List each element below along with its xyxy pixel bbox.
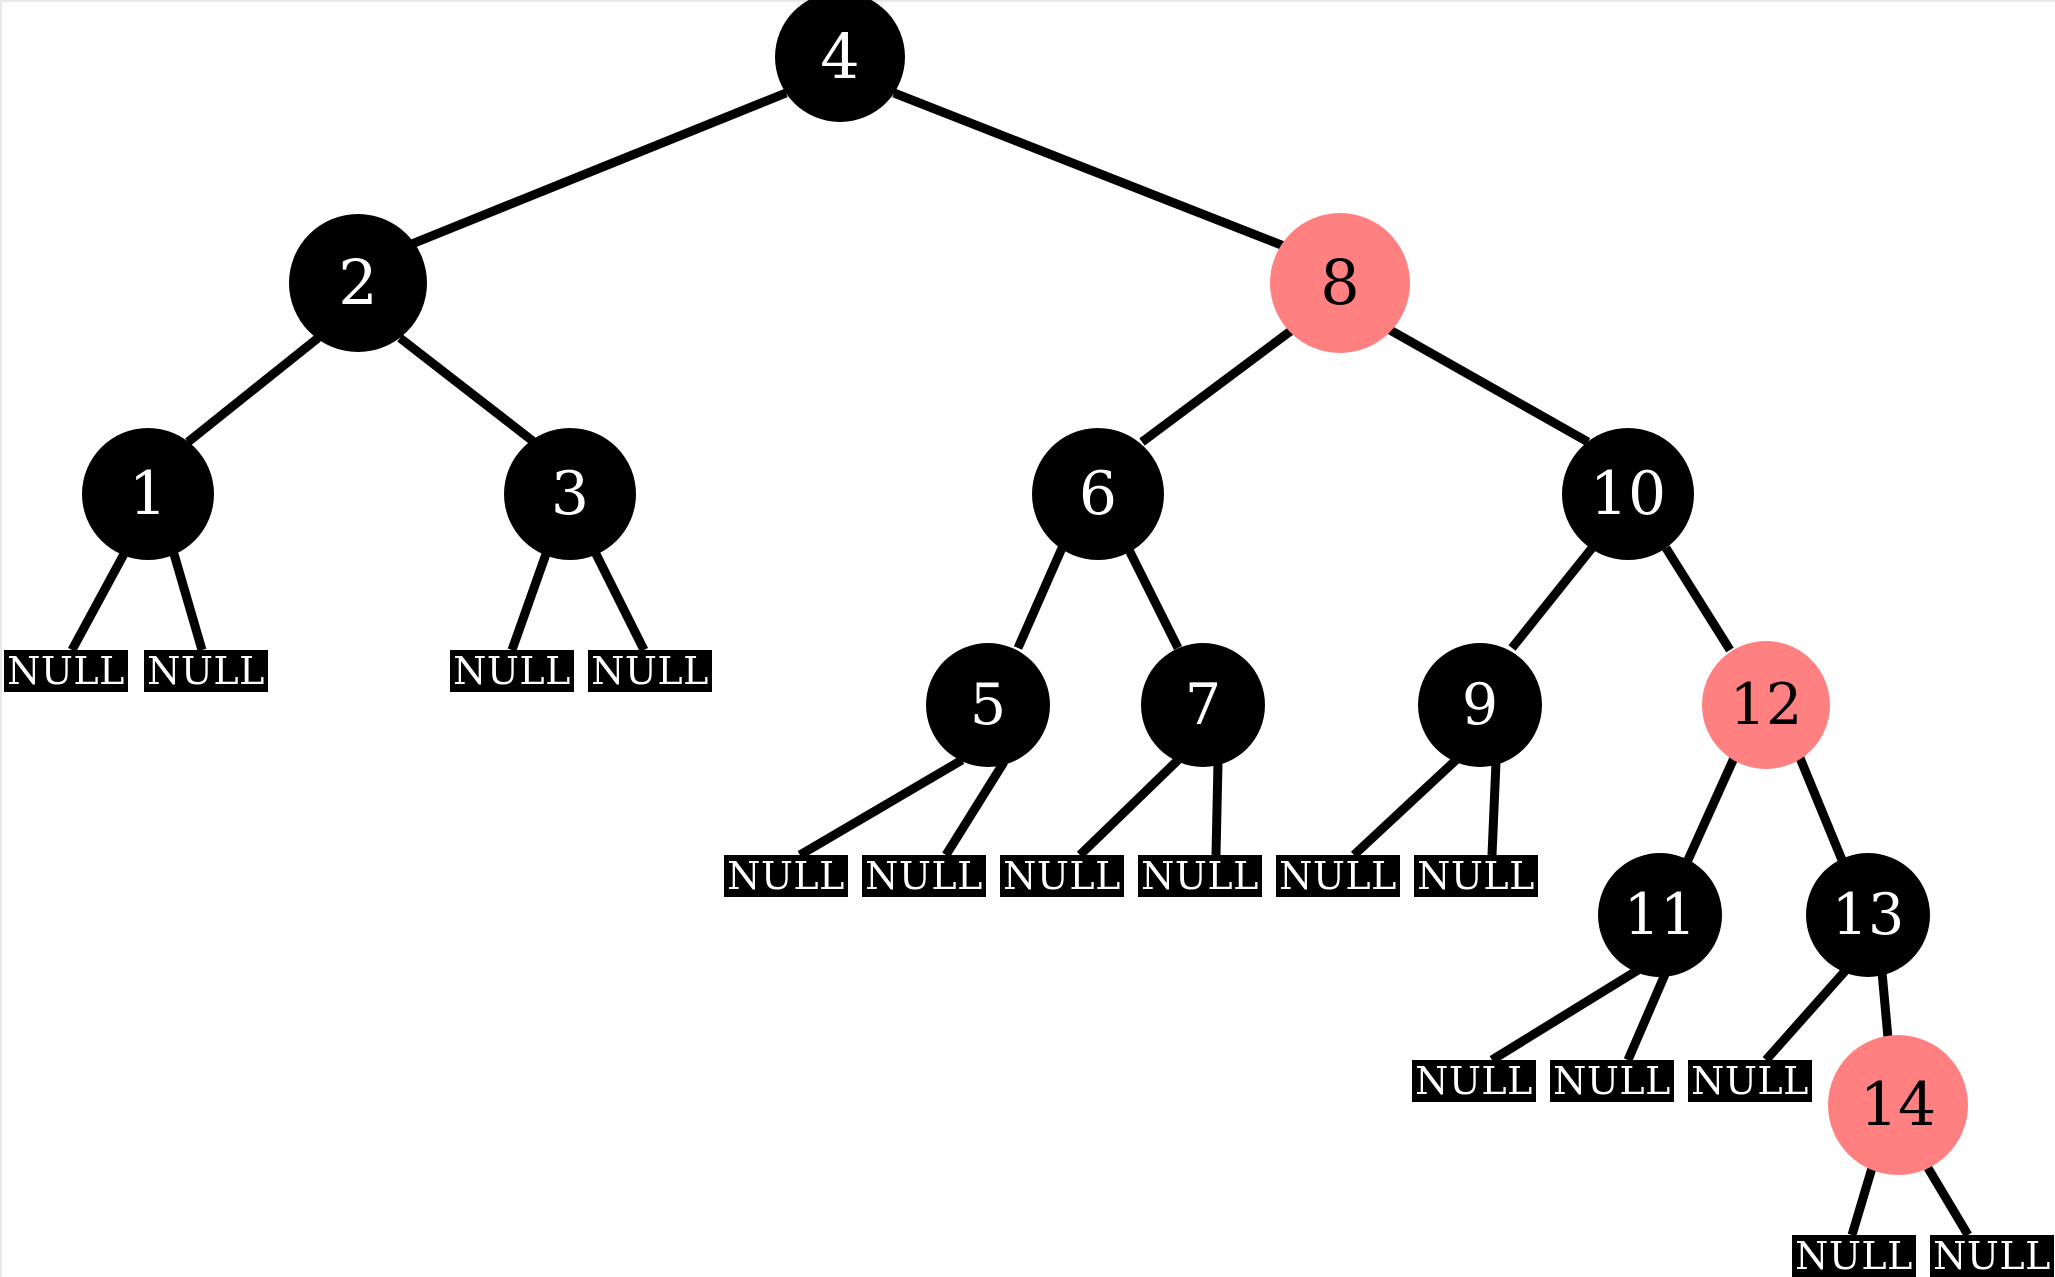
null-leaf-L5a: NULL <box>724 855 848 897</box>
null-leaf-L1a: NULL <box>4 650 128 692</box>
tree-edge-n7-L7b <box>1211 761 1223 856</box>
tree-edge-n1-L1a <box>68 551 128 653</box>
tree-node-7[interactable]: 7 <box>1141 643 1265 767</box>
tree-edge-n6-n7 <box>1123 545 1183 651</box>
tree-edge-n11-L11b <box>1623 970 1671 1062</box>
tree-edge-n10-n9 <box>1508 545 1596 651</box>
null-leaf-L13a: NULL <box>1688 1060 1812 1102</box>
null-leaf-L7a: NULL <box>1000 855 1124 897</box>
tree-node-9[interactable]: 9 <box>1418 643 1542 767</box>
tree-edge-n4-n2 <box>390 88 788 257</box>
tree-node-5[interactable]: 5 <box>926 643 1050 767</box>
tree-edge-n10-n12 <box>1662 545 1734 653</box>
tree-node-4[interactable]: 4 <box>775 0 905 122</box>
tree-node-8[interactable]: 8 <box>1270 213 1410 353</box>
tree-node-12[interactable]: 12 <box>1702 641 1830 769</box>
tree-edge-n2-n1 <box>185 334 321 446</box>
null-leaf-L14b: NULL <box>1930 1235 2054 1277</box>
tree-node-3[interactable]: 3 <box>504 428 636 560</box>
tree-edge-n1-L1b <box>169 552 207 652</box>
tree-edge-n8-n6 <box>1139 326 1295 446</box>
top-border-rule <box>0 0 2055 2</box>
tree-node-2[interactable]: 2 <box>289 214 427 352</box>
tree-edge-n11-L11a <box>1489 966 1641 1064</box>
tree-edge-n8-n10 <box>1387 326 1591 446</box>
null-leaf-L3b: NULL <box>588 650 712 692</box>
null-leaf-L11a: NULL <box>1412 1060 1536 1102</box>
tree-edge-n14-L14b <box>1924 1165 1972 1238</box>
tree-node-13[interactable]: 13 <box>1806 853 1930 977</box>
tree-edge-n9-L9b <box>1487 761 1501 856</box>
tree-edge-n9-L9a <box>1350 756 1460 859</box>
tree-edge-n13-n14 <box>1877 971 1893 1039</box>
tree-node-14[interactable]: 14 <box>1828 1035 1968 1175</box>
tree-edge-n2-n3 <box>397 334 537 446</box>
null-leaf-L5b: NULL <box>862 855 986 897</box>
tree-edge-n14-L14a <box>1847 1166 1877 1237</box>
tree-edge-n12-n11 <box>1683 756 1739 862</box>
tree-edge-n5-L5b <box>942 759 1008 858</box>
null-leaf-L14a: NULL <box>1792 1235 1916 1277</box>
tree-node-6[interactable]: 6 <box>1032 428 1164 560</box>
tree-edge-n7-L7a <box>1076 756 1182 859</box>
null-leaf-L9a: NULL <box>1276 855 1400 897</box>
tree-edge-n5-L5a <box>797 756 965 859</box>
tree-edge-n4-n8 <box>892 88 1296 255</box>
tree-edge-n13-L13a <box>1762 967 1850 1063</box>
tree-edge-n6-n5 <box>1013 546 1067 650</box>
tree-node-10[interactable]: 10 <box>1562 428 1694 560</box>
tree-node-1[interactable]: 1 <box>82 428 214 560</box>
null-leaf-L1b: NULL <box>144 650 268 692</box>
left-border-rule <box>0 0 2 1277</box>
tree-node-11[interactable]: 11 <box>1598 853 1722 977</box>
null-leaf-L3a: NULL <box>450 650 574 692</box>
null-leaf-L7b: NULL <box>1138 855 1262 897</box>
tree-edge-n3-L3a <box>507 552 551 652</box>
tree-edge-n12-n13 <box>1795 756 1847 862</box>
tree-edge-n3-L3b <box>591 551 649 653</box>
null-leaf-L11b: NULL <box>1550 1060 1674 1102</box>
null-leaf-L9b: NULL <box>1414 855 1538 897</box>
